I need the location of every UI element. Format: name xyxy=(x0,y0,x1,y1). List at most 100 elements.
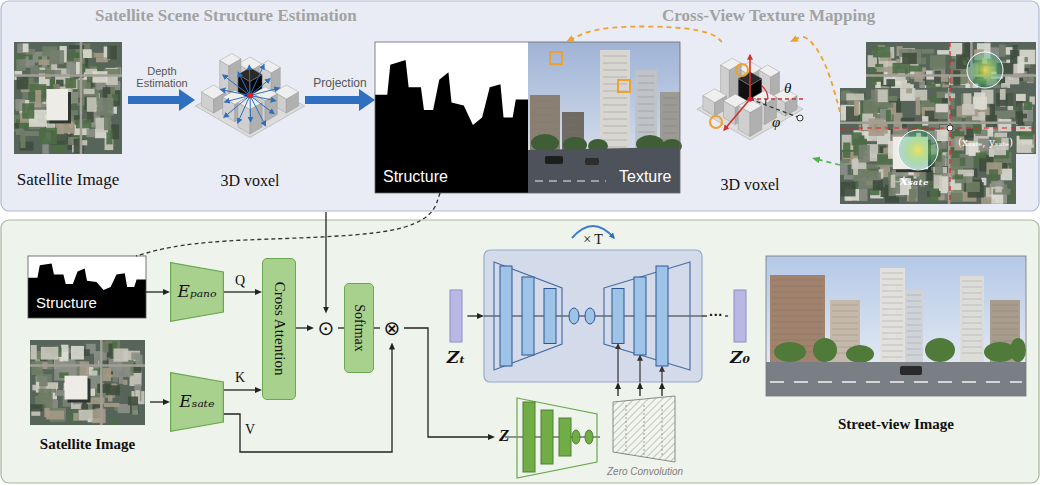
satellite-stack-part xyxy=(990,104,995,121)
voxel-model-part xyxy=(274,85,298,99)
satellite-stack-part xyxy=(840,127,1036,128)
panorama-image-part xyxy=(565,118,581,119)
street-view-image-part xyxy=(962,281,982,282)
satellite-image-part xyxy=(23,44,29,53)
street-view-image-part xyxy=(905,290,923,362)
street-view-image-part xyxy=(992,317,1018,318)
street-view-image-part xyxy=(992,335,1018,336)
control-branch-figure-part xyxy=(662,405,663,455)
street-view-image-part xyxy=(962,341,982,342)
satellite-stack-part xyxy=(898,130,938,170)
satellite-image-part xyxy=(65,78,76,88)
connector xyxy=(467,315,477,316)
satellite-stack-part xyxy=(953,70,960,85)
satellite-stack-part xyxy=(906,88,912,93)
voxel-model-part xyxy=(759,65,780,77)
satellite-image-part xyxy=(46,382,58,389)
satellite-image-part xyxy=(41,347,59,360)
unet-figure-part xyxy=(612,289,624,344)
satellite-stack-part xyxy=(893,63,911,74)
voxel-model-part xyxy=(797,115,803,121)
street-view-image-part xyxy=(907,343,921,344)
unet-figure-part xyxy=(484,250,702,382)
image-panel: (xₛₐₜₑ, yₛₐₜₑ)xₛₐₜₑ xyxy=(840,40,1036,204)
satellite-stack-part xyxy=(930,55,946,69)
street-view-image-part xyxy=(992,311,1018,312)
operator-symbol: ⊙ xyxy=(314,314,338,343)
street-view-image-part xyxy=(962,353,982,354)
voxel-model-part xyxy=(765,99,766,105)
street-view-image-part xyxy=(832,323,858,324)
satellite-stack-part xyxy=(1001,169,1012,181)
satellite-stack-part xyxy=(1017,56,1024,73)
latent-node: Z₀ xyxy=(728,290,752,376)
satellite-image-part xyxy=(14,42,122,154)
panorama-image-part xyxy=(603,84,627,85)
satellite-image-part xyxy=(113,366,130,377)
street-view-image-part xyxy=(962,293,982,294)
voxel-model-part xyxy=(247,93,253,99)
satellite-stack-part xyxy=(963,60,967,65)
satellite-image-part xyxy=(92,71,107,83)
unet-figure-part xyxy=(656,266,668,366)
encoder-trapezoid: Eₚₐₙₒ xyxy=(170,262,224,322)
street-view-image-part xyxy=(882,315,903,316)
street-view-image-part xyxy=(766,256,1026,396)
voxel-model-part xyxy=(762,86,768,99)
voxel-model-part xyxy=(724,99,750,130)
panorama-image-part xyxy=(603,112,627,113)
node-label: Eₛₐₜₑ xyxy=(179,392,214,412)
node-label: Zero Convolution xyxy=(607,466,683,478)
satellite-stack-part xyxy=(922,116,928,125)
connector xyxy=(325,212,326,307)
satellite-stack-part xyxy=(934,104,949,118)
street-view-image-part xyxy=(992,329,1018,330)
panorama-image-part xyxy=(603,105,627,106)
satellite-stack-part xyxy=(937,50,951,55)
satellite-stack-part xyxy=(916,97,920,115)
satellite-image-part xyxy=(89,370,97,375)
node-label: × T xyxy=(583,232,603,248)
edge-label: V xyxy=(245,422,255,437)
node-label: Eₚₐₙₒ xyxy=(177,282,216,302)
satellite-stack-part xyxy=(1021,114,1027,119)
edge-label-holder: Projection xyxy=(313,77,366,90)
street-view-image-part xyxy=(1010,338,1026,362)
street-view-image-part xyxy=(907,313,921,314)
edge-label-holder: V xyxy=(245,422,255,437)
operator-symbol: ⊗ xyxy=(380,314,404,343)
edge-label: K xyxy=(235,370,245,385)
control-branch-figure-part xyxy=(626,405,627,455)
image-panel: 3D voxel xyxy=(195,30,305,192)
panorama-image-part xyxy=(663,133,677,134)
voxel-model-part xyxy=(220,54,241,66)
panorama-image-part xyxy=(663,105,677,106)
street-view-image-part xyxy=(882,333,903,334)
street-view-image-part xyxy=(882,321,903,322)
panorama-image-part xyxy=(618,80,630,92)
node-label: ⊙ xyxy=(318,317,335,340)
voxel-model-part xyxy=(238,72,250,95)
satellite-stack-part xyxy=(933,174,942,188)
process-box: Cross Attention xyxy=(262,258,296,400)
street-view-image-part xyxy=(813,338,837,362)
satellite-stack-part xyxy=(962,104,975,115)
satellite-image-part xyxy=(50,50,64,64)
connector xyxy=(296,327,308,328)
street-view-image-part xyxy=(962,299,982,300)
satellite-image-part xyxy=(83,49,92,58)
street-view-image-part xyxy=(992,323,1018,324)
satellite-stack-part xyxy=(989,169,998,181)
satellite-image-part xyxy=(14,123,18,129)
node-label: Softmax xyxy=(351,304,367,351)
street-view-image-part xyxy=(962,347,982,348)
voxel-model-part xyxy=(250,96,252,122)
street-view-image-part xyxy=(880,268,905,362)
panorama-image-part xyxy=(638,125,654,126)
satellite-stack xyxy=(840,42,1036,204)
satellite-stack-part xyxy=(869,118,885,136)
street-view-image-part xyxy=(882,327,903,328)
street-view-image-part xyxy=(962,323,982,324)
control-branch-figure-part xyxy=(541,410,553,464)
voxel-model-part xyxy=(736,64,748,76)
